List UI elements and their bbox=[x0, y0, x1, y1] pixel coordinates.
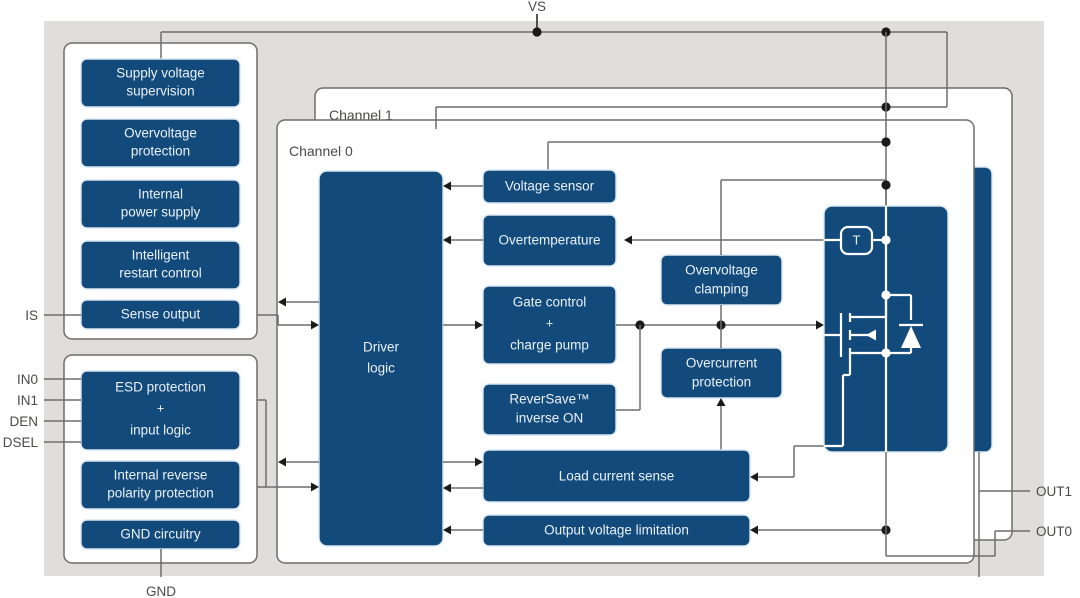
arrow-lcs-to-driver bbox=[443, 483, 451, 493]
block-supply-voltage-supervision[interactable]: Supply voltage supervision bbox=[80, 58, 241, 108]
block-overcurrent-protection[interactable]: Overcurrent protection bbox=[660, 347, 783, 399]
block-power-stage[interactable]: T bbox=[823, 205, 949, 453]
svg-text:+: + bbox=[546, 316, 553, 330]
arrow-gate-to-mosfet bbox=[816, 320, 824, 330]
arrow-lcs-to-ocp bbox=[716, 398, 726, 406]
arrow-lcs-left-out bbox=[278, 457, 286, 467]
block-esd-protection-input-logic[interactable]: ESD protection + input logic bbox=[80, 370, 241, 451]
svg-text:charge pump: charge pump bbox=[510, 338, 589, 353]
svg-text:Internal reverse: Internal reverse bbox=[114, 468, 208, 483]
svg-text:ESD protection: ESD protection bbox=[115, 380, 206, 395]
svg-text:logic: logic bbox=[367, 361, 395, 376]
svg-text:Overvoltage: Overvoltage bbox=[685, 263, 758, 278]
arrow-driver-in bbox=[311, 320, 319, 330]
junction-powerstage-top bbox=[881, 180, 891, 190]
pin-label-in0: IN0 bbox=[17, 372, 38, 387]
arrow-driver-out-left bbox=[278, 297, 286, 307]
block-driver-logic[interactable]: Driver logic bbox=[318, 170, 444, 547]
svg-text:GND circuitry: GND circuitry bbox=[120, 527, 200, 542]
block-voltage-sensor[interactable]: Voltage sensor bbox=[482, 169, 617, 204]
block-gnd-circuitry[interactable]: GND circuitry bbox=[80, 519, 241, 550]
arrow-overtemp-to-driver bbox=[443, 235, 451, 245]
svg-text:protection: protection bbox=[131, 144, 190, 159]
arrow-out-to-ovl bbox=[750, 525, 758, 535]
pin-label-den: DEN bbox=[9, 414, 38, 429]
svg-text:restart control: restart control bbox=[119, 266, 202, 281]
arrow-driver-to-lcs bbox=[475, 457, 483, 467]
block-load-current-sense[interactable]: Load current sense bbox=[482, 449, 751, 503]
svg-text:polarity protection: polarity protection bbox=[107, 486, 214, 501]
channel-1-label: Channel 1 bbox=[329, 107, 393, 123]
svg-text:Voltage sensor: Voltage sensor bbox=[505, 179, 595, 194]
svg-text:Overcurrent: Overcurrent bbox=[686, 356, 758, 371]
arrow-ovl-to-driver bbox=[443, 525, 451, 535]
block-internal-reverse-polarity-protection[interactable]: Internal reverse polarity protection bbox=[80, 460, 241, 510]
svg-text:ReverSave™: ReverSave™ bbox=[509, 392, 589, 407]
junction-ch0-rail bbox=[881, 137, 891, 147]
svg-text:Driver: Driver bbox=[363, 340, 400, 355]
block-gate-control-charge-pump[interactable]: Gate control + charge pump bbox=[482, 285, 617, 365]
temp-sensor-label: T bbox=[853, 232, 861, 247]
pin-label-dsel: DSEL bbox=[3, 435, 39, 450]
arrow-lcs-left-in bbox=[311, 482, 319, 492]
channel-0-label: Channel 0 bbox=[289, 143, 353, 159]
block-reversave-inverse-on[interactable]: ReverSave™ inverse ON bbox=[482, 383, 617, 436]
svg-text:input logic: input logic bbox=[130, 423, 191, 438]
arrow-driver-to-gate bbox=[475, 320, 483, 330]
block-sense-output[interactable]: Sense output bbox=[80, 299, 241, 330]
block-overtemperature[interactable]: Overtemperature bbox=[482, 214, 617, 267]
svg-text:Internal: Internal bbox=[138, 187, 183, 202]
svg-text:protection: protection bbox=[692, 375, 751, 390]
pin-label-in1: IN1 bbox=[17, 393, 38, 408]
svg-text:Sense output: Sense output bbox=[121, 307, 201, 322]
svg-text:Gate control: Gate control bbox=[513, 295, 587, 310]
svg-text:inverse ON: inverse ON bbox=[516, 411, 584, 426]
svg-text:Output voltage limitation: Output voltage limitation bbox=[544, 523, 689, 538]
block-output-voltage-limitation[interactable]: Output voltage limitation bbox=[482, 514, 751, 547]
pin-label-vs: VS bbox=[528, 0, 546, 14]
junction-vs bbox=[532, 27, 542, 37]
pin-label-out1: OUT1 bbox=[1036, 484, 1072, 499]
arrow-tsensor-to-overtemp bbox=[624, 235, 632, 245]
svg-text:+: + bbox=[157, 401, 164, 415]
pin-label-gnd: GND bbox=[146, 584, 176, 598]
block-overvoltage-protection[interactable]: Overvoltage protection bbox=[80, 118, 241, 168]
block-internal-power-supply[interactable]: Internal power supply bbox=[80, 179, 241, 229]
pin-label-out0: OUT0 bbox=[1036, 524, 1072, 539]
svg-text:Load current sense: Load current sense bbox=[559, 469, 675, 484]
svg-text:supervision: supervision bbox=[126, 84, 194, 99]
arrow-source-fb bbox=[750, 472, 758, 482]
pin-label-is: IS bbox=[25, 308, 38, 323]
svg-text:Intelligent: Intelligent bbox=[132, 248, 190, 263]
channel-0-box bbox=[276, 119, 975, 564]
svg-text:Overvoltage: Overvoltage bbox=[124, 126, 197, 141]
svg-text:Overtemperature: Overtemperature bbox=[498, 233, 600, 248]
svg-text:power supply: power supply bbox=[121, 205, 201, 220]
svg-text:Supply voltage: Supply voltage bbox=[116, 66, 205, 81]
block-intelligent-restart-control[interactable]: Intelligent restart control bbox=[80, 240, 241, 290]
block-overvoltage-clamping[interactable]: Overvoltage clamping bbox=[660, 254, 783, 306]
svg-text:clamping: clamping bbox=[694, 282, 748, 297]
arrow-voltage-sensor-to-driver bbox=[443, 181, 451, 191]
